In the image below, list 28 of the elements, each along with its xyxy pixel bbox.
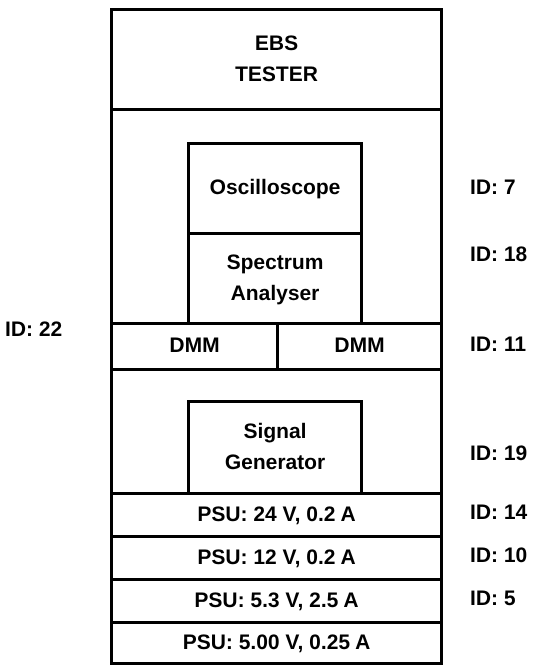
- rack-section: [110, 108, 443, 325]
- device-panel: [110, 8, 443, 111]
- device-label: PSU: 5.00 V, 0.25 A: [182, 630, 370, 656]
- device-label: DMM: [334, 333, 385, 360]
- device-panel: [187, 232, 363, 325]
- device-label: Spectrum Analyser: [226, 250, 324, 306]
- id-label: ID: 5: [470, 587, 516, 611]
- device-panel: [110, 578, 443, 624]
- device-label: PSU: 12 V, 0.2 A: [197, 544, 356, 571]
- id-label: ID: 11: [470, 333, 526, 357]
- device-panel: [187, 142, 363, 235]
- device-label: Signal Generator: [224, 419, 326, 476]
- device-panel: [110, 621, 443, 665]
- id-label: ID: 7: [470, 176, 516, 200]
- device-label: EBS TESTER: [234, 31, 319, 88]
- id-label: ID: 19: [470, 442, 528, 466]
- device-label: Oscilloscope: [210, 175, 340, 202]
- id-label: ID: 22: [5, 318, 62, 342]
- id-label: ID: 10: [470, 544, 528, 568]
- device-label: PSU: 5.3 V, 2.5 A: [194, 588, 359, 614]
- device-label: DMM: [169, 333, 220, 360]
- device-panel: [110, 535, 443, 581]
- id-label: ID: 18: [470, 243, 528, 267]
- device-panel: [187, 400, 363, 495]
- id-label: ID: 14: [470, 501, 528, 525]
- device-label: PSU: 24 V, 0.2 A: [197, 502, 356, 528]
- device-panel: [110, 492, 443, 538]
- rack-section: [110, 368, 443, 495]
